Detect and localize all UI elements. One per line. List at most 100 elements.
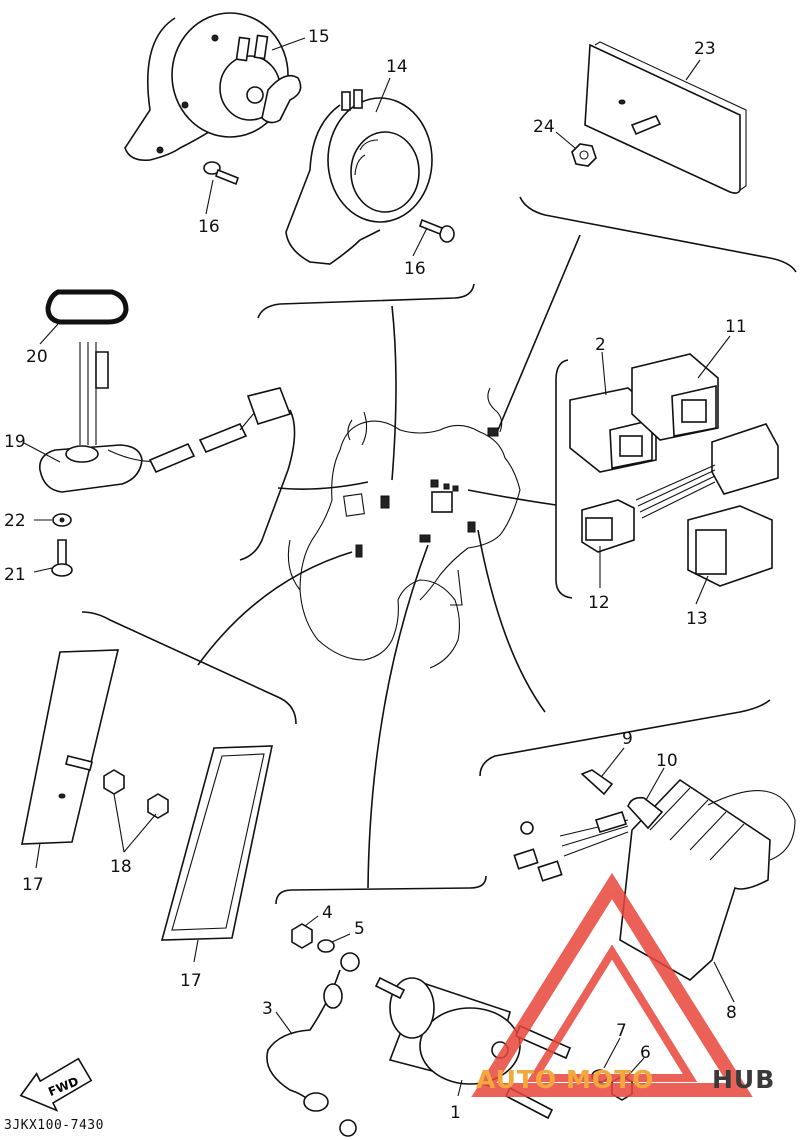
nut-24 [571, 143, 597, 167]
leader-rectifier [477, 529, 546, 713]
bracket-reflector-group [81, 611, 297, 725]
svg-text:20: 20 [26, 347, 48, 367]
svg-text:10: 10 [656, 751, 678, 771]
svg-text:14: 14 [386, 57, 408, 77]
svg-text:22: 22 [4, 511, 26, 531]
svg-text:5: 5 [354, 919, 365, 939]
label-14: 14 [375, 57, 408, 113]
svg-text:1: 1 [450, 1103, 461, 1123]
fuel-sender [38, 342, 292, 493]
bracket-relay-group [555, 359, 573, 599]
relay-11 [631, 353, 719, 441]
svg-text:7: 7 [616, 1021, 627, 1041]
svg-text:12: 12 [588, 593, 610, 613]
svg-text:17: 17 [180, 971, 202, 991]
bracket-rectifier-group [479, 699, 771, 777]
svg-text:16: 16 [404, 259, 426, 279]
svg-text:24: 24 [533, 117, 555, 137]
bracket-horn-group [257, 283, 475, 319]
leader-starter [367, 544, 429, 889]
svg-text:6: 6 [640, 1043, 651, 1063]
rear-reflector [584, 41, 747, 194]
svg-text:16: 16 [198, 217, 220, 237]
label-23: 23 [685, 39, 716, 81]
label-17a: 17 [22, 842, 44, 895]
label-9: 9 [601, 729, 633, 777]
svg-text:2: 2 [595, 335, 606, 355]
svg-text:13: 13 [686, 609, 708, 629]
svg-text:3: 3 [262, 999, 273, 1019]
label-10: 10 [645, 751, 678, 801]
bracket-starter-group [275, 875, 487, 905]
leader-taillight [497, 234, 581, 431]
washer-22 [52, 513, 72, 527]
label-11: 11 [697, 317, 747, 379]
watermark-text: AUTO MOTO HUB [476, 1065, 775, 1094]
label-13: 13 [686, 575, 709, 629]
label-18: 18 [110, 793, 157, 877]
bracket-fuel-group [239, 409, 296, 561]
screw-9 [580, 769, 614, 796]
gasket [45, 289, 129, 325]
label-21: 21 [4, 565, 53, 585]
clamp-10 [627, 796, 664, 830]
washer-5 [317, 939, 335, 953]
label-15: 15 [271, 27, 330, 51]
label-24: 24 [533, 117, 576, 149]
leader-relay [467, 489, 557, 506]
svg-text:8: 8 [726, 1003, 737, 1023]
svg-text:9: 9 [622, 729, 633, 749]
label-7: 7 [603, 1021, 627, 1069]
svg-text:HUB: HUB [712, 1065, 775, 1094]
label-2: 2 [595, 335, 607, 396]
relay-harness [635, 423, 779, 519]
starter-relay [374, 976, 572, 1120]
svg-text:21: 21 [4, 565, 26, 585]
watermark-logo [471, 872, 753, 1097]
relay-13 [687, 505, 773, 587]
stud-bolt [65, 755, 93, 771]
leader-horn [391, 305, 397, 481]
svg-text:18: 18 [110, 857, 132, 877]
svg-text:AUTO: AUTO [476, 1065, 557, 1094]
motorcycle-frame [287, 387, 521, 669]
label-16a: 16 [198, 179, 220, 237]
bolt-16b [419, 218, 455, 243]
svg-text:11: 11 [725, 317, 747, 337]
rectifier-harness [513, 811, 629, 882]
label-3: 3 [262, 999, 293, 1035]
svg-text:17: 17 [22, 875, 44, 895]
label-5: 5 [331, 919, 365, 943]
bolt-16a [203, 161, 239, 186]
label-12: 12 [588, 546, 610, 613]
nut-4 [291, 923, 313, 949]
screw-21 [51, 539, 73, 577]
svg-text:4: 4 [322, 903, 333, 923]
horn-snail [285, 89, 433, 265]
label-4: 4 [304, 903, 333, 927]
fwd-arrow: FWD [19, 1057, 93, 1112]
connector-12 [581, 499, 635, 553]
side-reflector-right [160, 745, 273, 941]
svg-text:15: 15 [308, 27, 330, 47]
diagram-code: 3JKX100-7430 [4, 1118, 104, 1133]
label-16b: 16 [404, 227, 428, 279]
svg-text:MOTO: MOTO [566, 1065, 654, 1094]
label-22: 22 [4, 511, 52, 531]
label-19: 19 [4, 432, 61, 463]
svg-text:19: 19 [4, 432, 26, 452]
leader-reflector [197, 551, 353, 666]
nuts-18 [103, 769, 169, 819]
svg-text:23: 23 [694, 39, 716, 59]
label-1: 1 [450, 1079, 463, 1123]
label-8: 8 [713, 961, 737, 1023]
lead-wire-3 [266, 952, 360, 1137]
leader-fuel [277, 481, 369, 490]
rectifier-regulator [619, 778, 796, 981]
label-20: 20 [26, 323, 59, 367]
bracket-taillight-group [519, 196, 797, 273]
label-17b: 17 [180, 939, 202, 991]
horn-disc [124, 12, 302, 162]
side-reflector-left [21, 649, 120, 845]
